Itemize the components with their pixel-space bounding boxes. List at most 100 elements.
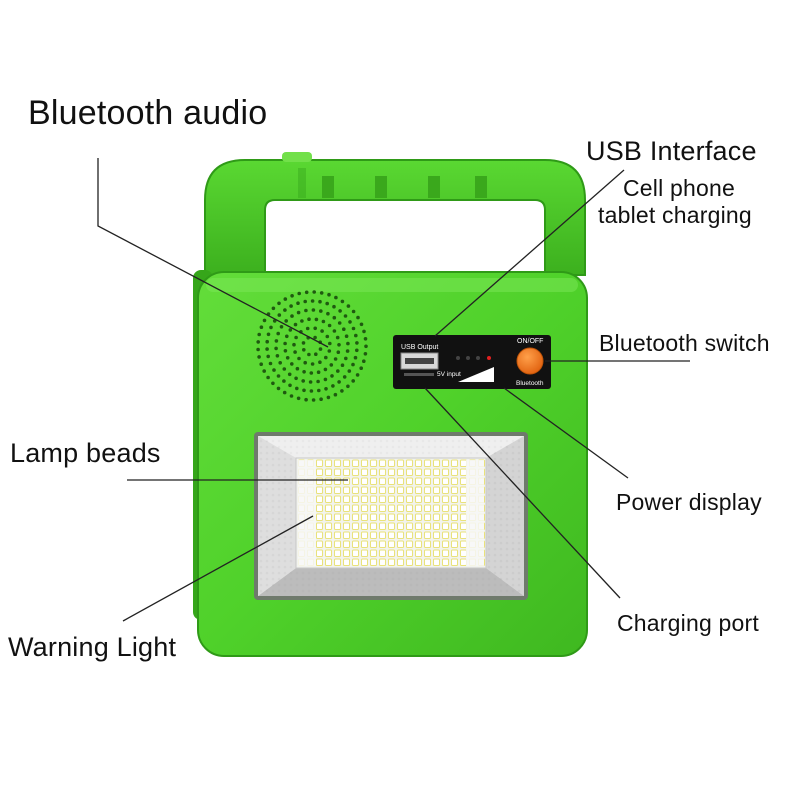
speaker-hole <box>333 357 338 361</box>
speaker-hole <box>275 354 280 358</box>
speaker-hole <box>319 309 323 313</box>
speaker-hole <box>355 373 360 377</box>
speaker-hole <box>285 356 290 360</box>
callout-lines <box>97 158 690 622</box>
speaker-hole <box>310 299 315 303</box>
speaker-hole <box>313 335 317 340</box>
speaker-hole <box>283 349 288 353</box>
speaker-hole <box>303 360 308 365</box>
speaker-hole <box>363 352 368 356</box>
speaker-hole <box>283 341 287 346</box>
speaker-hole <box>278 361 283 365</box>
speaker-hole <box>314 317 319 322</box>
speaker-hole <box>311 308 316 312</box>
handle <box>204 152 586 276</box>
charge-port-wedge <box>458 367 494 382</box>
speaker-hole <box>340 389 344 393</box>
speaker-hole <box>304 397 308 402</box>
speaker-hole <box>283 297 288 301</box>
label-bluetooth-switch: Bluetooth switch <box>599 330 770 356</box>
speaker-hole <box>346 384 350 389</box>
speaker-hole <box>321 319 326 324</box>
speaker-hole <box>262 318 267 323</box>
speaker-hole <box>324 355 328 360</box>
warning-light-strip <box>298 460 316 566</box>
speaker-hole <box>333 392 338 397</box>
speaker-hole <box>336 369 340 373</box>
speaker-hole <box>330 374 334 378</box>
speaker-hole <box>282 390 287 395</box>
speaker-hole <box>259 362 264 367</box>
label-usb-interface: USB Interface <box>586 136 757 166</box>
speaker-hole <box>318 360 322 365</box>
speaker-hole <box>364 344 368 349</box>
speaker-hole <box>327 292 331 297</box>
speaker-hole <box>332 329 337 333</box>
speaker-hole <box>265 347 269 351</box>
speaker-hole <box>290 362 294 366</box>
speaker-hole <box>356 315 360 320</box>
speaker-hole <box>327 349 332 353</box>
speaker-hole <box>316 370 321 375</box>
speaker-hole <box>276 386 281 391</box>
speaker-hole <box>288 328 293 332</box>
speaker-hole <box>355 348 359 353</box>
speaker-hole <box>362 359 366 364</box>
speaker-hole <box>335 335 340 340</box>
speaker-hole <box>362 329 366 334</box>
speaker-hole <box>303 299 308 304</box>
speaker-hole <box>343 314 348 318</box>
speaker-hole <box>359 322 364 327</box>
speaker-hole <box>302 370 306 374</box>
speaker-hole <box>344 334 349 339</box>
speaker-hole <box>338 309 342 313</box>
label-lamp-beads: Lamp beads <box>10 438 161 468</box>
speaker-hole <box>331 384 335 388</box>
speaker-hole <box>311 398 316 402</box>
speaker-hole <box>337 380 341 384</box>
power-led-1 <box>456 356 460 360</box>
power-led-4 <box>487 356 491 360</box>
speaker-hole <box>309 389 314 393</box>
speaker-hole <box>312 290 317 294</box>
speaker-hole <box>266 354 271 359</box>
speaker-hole <box>257 355 261 359</box>
speaker-hole <box>301 341 306 345</box>
usb-output-text: USB Output <box>401 344 438 351</box>
speaker-hole <box>355 341 359 345</box>
line-usb-interface <box>434 169 625 337</box>
speaker-hole <box>304 290 309 295</box>
speaker-hole <box>305 326 310 331</box>
speaker-grille <box>256 290 368 402</box>
line-power-display <box>503 387 629 479</box>
speaker-hole <box>302 348 306 352</box>
speaker-hole <box>307 317 311 322</box>
speaker-hole <box>308 380 313 384</box>
speaker-hole <box>276 331 281 336</box>
speaker-hole <box>310 362 315 366</box>
speaker-hole <box>277 301 281 306</box>
speaker-hole <box>323 367 328 372</box>
speaker-hole <box>359 366 364 371</box>
speaker-hole <box>332 304 336 309</box>
speaker-hole <box>309 371 314 375</box>
speaker-hole <box>293 350 297 354</box>
speaker-hole <box>346 341 350 346</box>
speaker-hole <box>269 325 273 330</box>
speaker-hole <box>296 310 301 315</box>
speaker-hole <box>289 304 293 308</box>
speaker-hole <box>319 397 323 402</box>
speaker-hole <box>332 315 337 320</box>
led-lamp-beads <box>295 457 487 569</box>
speaker-hole <box>307 352 311 357</box>
power-led-2 <box>466 356 470 360</box>
speaker-hole <box>294 335 298 340</box>
speaker-hole <box>282 367 287 371</box>
speaker-hole <box>295 386 299 391</box>
speaker-hole <box>295 366 300 371</box>
speaker-hole <box>320 329 324 333</box>
bluetooth-switch-button[interactable] <box>516 347 544 375</box>
speaker-hole <box>344 356 348 361</box>
speaker-hole <box>262 369 267 373</box>
input-5v-text: 5V input <box>437 371 461 378</box>
